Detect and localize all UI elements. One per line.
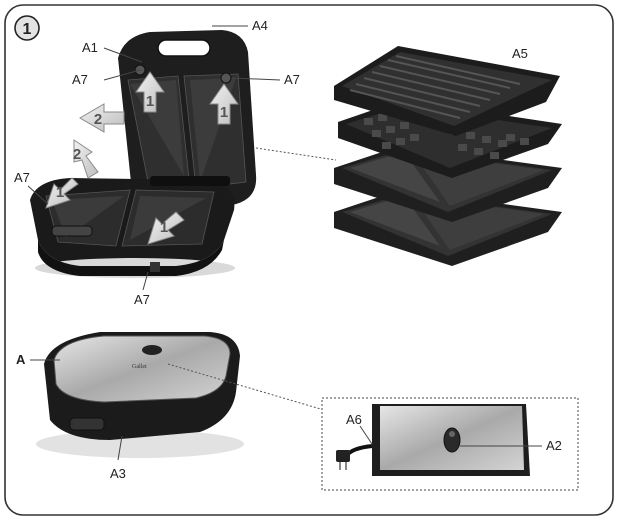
indicator-lamp [443, 427, 461, 453]
svg-text:1: 1 [146, 93, 154, 110]
label-a: A [16, 352, 26, 367]
inset-detail [321, 397, 579, 491]
plate-clip-right[interactable] [220, 72, 232, 84]
label-a7-right-upper: A7 [284, 72, 300, 87]
arrow-bottom-right: 1 [147, 211, 185, 245]
label-a1: A1 [82, 40, 98, 55]
power-plug [336, 450, 350, 462]
step-badge: 1 [14, 15, 40, 41]
closed-steel-lid [53, 335, 231, 403]
step-number: 1 [23, 21, 32, 38]
plate-grill [334, 46, 560, 136]
svg-text:1: 1 [56, 184, 64, 201]
closed-handle[interactable] [69, 417, 105, 431]
indicator-lamp-top [142, 345, 162, 355]
label-a7-left-mid: A7 [14, 170, 30, 185]
base-rim [38, 240, 224, 276]
arrow-up-right: 1 [209, 83, 239, 125]
plate-stack [334, 46, 562, 266]
base-handle [51, 225, 93, 237]
arrow-down-left: 1 [45, 177, 79, 209]
arrow-out-left: 2 [79, 103, 125, 133]
base-foot [150, 262, 160, 272]
lid-handle [157, 39, 211, 57]
svg-text:1: 1 [220, 104, 228, 121]
svg-text:1: 1 [160, 219, 168, 236]
arrow-up-left: 1 [135, 71, 165, 113]
hinge [150, 176, 230, 186]
leader-a3 [117, 435, 123, 461]
closed-sandwich-maker: Gallet [36, 332, 244, 458]
indicator-lamp-upper [449, 431, 455, 437]
svg-text:2: 2 [73, 146, 81, 163]
label-a5: A5 [512, 46, 528, 61]
label-a7-bottom: A7 [134, 292, 150, 307]
brand-mark: Gallet [132, 364, 147, 370]
plate-sandwich-bottom [334, 190, 562, 266]
label-a7-left-upper: A7 [72, 72, 88, 87]
dotted-leader-plates [255, 147, 337, 161]
leader-a6 [359, 425, 373, 445]
svg-text:2: 2 [94, 111, 102, 128]
plate-sandwich-top [334, 146, 562, 222]
label-a3: A3 [110, 466, 126, 481]
label-a6: A6 [346, 412, 362, 427]
label-a2: A2 [546, 438, 562, 453]
label-a4: A4 [252, 18, 268, 33]
arrow-out-up-left: 2 [73, 139, 99, 179]
lower-plate-right-tri [130, 196, 206, 240]
dotted-leader-inset [167, 363, 325, 411]
leaders-top-left [27, 25, 281, 291]
